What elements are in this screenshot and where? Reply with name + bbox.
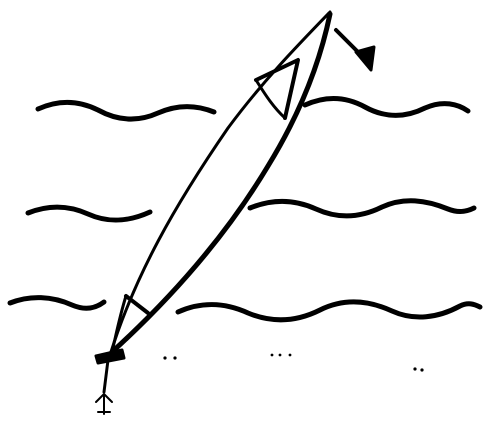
wave-top-right [302, 96, 471, 118]
hull-keel-edge [109, 11, 333, 355]
upper-bracket-inner [254, 78, 287, 120]
wave-top-left [35, 99, 217, 122]
specks [163, 353, 424, 372]
boat-hull [108, 10, 333, 357]
lower-brace [124, 294, 150, 315]
lower-brace-inner [110, 294, 128, 354]
anchor-glyph [95, 393, 113, 415]
anchor-base [94, 348, 126, 365]
waves [7, 96, 483, 323]
anchor-icon [94, 348, 126, 415]
anchor-stem [102, 358, 110, 394]
upper-bracket [254, 58, 300, 120]
arrow-down-right-icon [334, 28, 376, 72]
wave-bottom-right [175, 299, 483, 323]
arrow-head [354, 45, 376, 72]
wave-middle-right [247, 198, 477, 219]
wave-middle-left [25, 204, 153, 223]
wave-bottom-left [7, 295, 107, 311]
